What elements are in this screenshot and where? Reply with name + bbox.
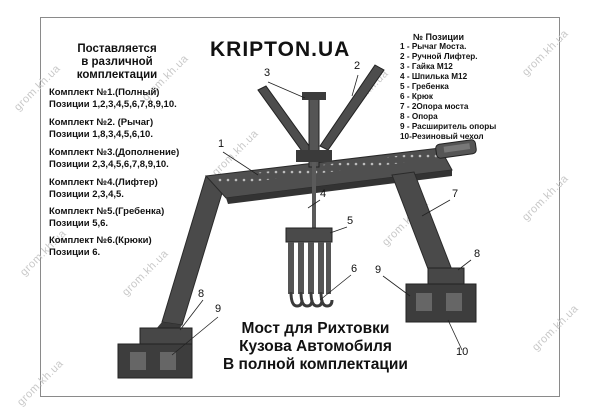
kit-title: Комплект №2. (Рычаг) <box>49 117 154 128</box>
kit-positions: Позиции 1,8,3,4,5,6,10. <box>49 128 153 140</box>
kit-1: Комплект №1.(Полный) Позиции 1,2,3,4,5,6… <box>49 87 177 110</box>
caption-line: Мост для Рихтовки <box>241 320 390 337</box>
kit-title: Комплект №5.(Гребенка) <box>49 206 165 217</box>
kit-6: Комплект №6.(Крюки) Позиции 6. <box>49 235 152 258</box>
kit-title: Комплект №4.(Лифтер) <box>49 177 158 188</box>
kit-title: Комплект №3.(Дополнение) <box>49 147 180 158</box>
position-item: 5 - Гребенка <box>400 82 449 91</box>
brand-title: KRIPTON.UA <box>210 38 351 61</box>
comb <box>285 227 333 294</box>
hooks <box>289 291 334 308</box>
kit-4: Комплект №4.(Лифтер) Позиции 2,3,4,5. <box>49 177 158 200</box>
position-item: 4 - Шпилька М12 <box>400 72 468 81</box>
callout-1: 1 <box>218 138 225 150</box>
kit-positions: Позиции 2,3,4,5,6,7,8,9,10. <box>49 158 169 170</box>
supply-note-line: Поставляется <box>77 43 157 55</box>
position-item: 9 - Расширитель опоры <box>400 122 497 131</box>
position-item: 10-Резиновый чехол <box>400 132 484 141</box>
position-item: 2 - Ручной Лифтер. <box>400 52 478 61</box>
callout-10: 10 <box>456 346 469 358</box>
kit-title: Комплект №6.(Крюки) <box>49 235 152 246</box>
callout-6: 6 <box>351 263 358 275</box>
callout-8-right: 8 <box>474 248 481 260</box>
position-item: 7 - 2Опора моста <box>400 102 469 111</box>
position-item: 8 - Опора <box>400 112 438 121</box>
supply-note-line: в различной <box>81 56 153 68</box>
callout-9-right: 9 <box>375 264 382 276</box>
figure-frame <box>40 17 560 397</box>
kit-2: Комплект №2. (Рычаг) Позиции 1,8,3,4,5,6… <box>49 117 153 140</box>
right-leg <box>391 171 453 275</box>
caption-line: Кузова Автомобиля <box>239 338 392 355</box>
kit-positions: Позиции 2,3,4,5. <box>49 188 124 200</box>
callout-9-left: 9 <box>215 303 222 315</box>
supply-note-line: комплектации <box>76 69 158 81</box>
callout-2: 2 <box>354 60 361 72</box>
kit-3: Комплект №3.(Дополнение) Позиции 2,3,4,5… <box>49 147 179 170</box>
supply-note: Поставляется в различной комплектации <box>58 43 176 82</box>
threaded-rod <box>312 162 316 228</box>
callout-8-left: 8 <box>198 288 205 300</box>
kit-positions: Позиции 5,6. <box>49 217 109 229</box>
positions-header: № Позиции <box>413 32 464 42</box>
position-item: 6 - Крюк <box>400 92 433 101</box>
left-leg <box>150 175 227 340</box>
callout-4: 4 <box>320 188 327 200</box>
kit-positions: Позиции 1,2,3,4,5,6,7,8,9,10. <box>49 98 177 110</box>
callout-3: 3 <box>264 67 271 79</box>
lifter-arms <box>257 64 385 168</box>
kit-5: Комплект №5.(Гребенка) Позиции 5,6. <box>49 206 164 229</box>
left-support <box>117 327 193 379</box>
kit-title: Комплект №1.(Полный) <box>49 87 160 98</box>
kit-positions: Позиции 6. <box>49 246 101 258</box>
position-item: 3 - Гайка М12 <box>400 62 453 71</box>
caption-line: В полной комплектации <box>223 356 408 373</box>
callout-7: 7 <box>452 188 459 200</box>
right-support <box>405 267 477 323</box>
callout-5: 5 <box>347 215 354 227</box>
position-item: 1 - Рычаг Моста. <box>400 42 467 51</box>
